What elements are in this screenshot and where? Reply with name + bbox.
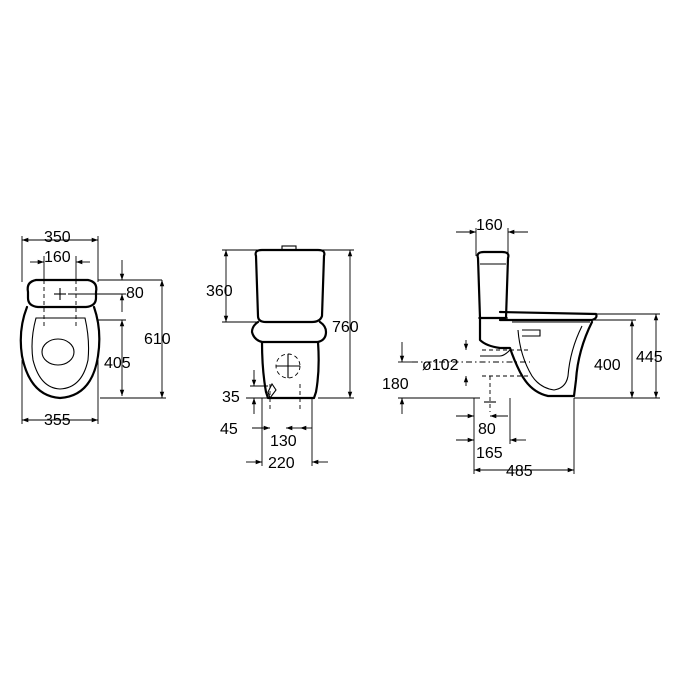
dim-label-total-length: 485 — [506, 463, 533, 480]
dim-label-total-height: 760 — [332, 319, 359, 336]
dim-label-inlet-spacing: 160 — [44, 249, 71, 266]
dim-label-outlet-diameter: ø102 — [422, 357, 459, 374]
dim-label-width-bottom: 355 — [44, 412, 71, 429]
dim-label-fixing-distance: 80 — [478, 421, 496, 438]
profile-view-outline — [412, 250, 598, 412]
dim-label-total-depth: 610 — [144, 331, 171, 348]
dim-label-base-width: 220 — [268, 455, 295, 472]
dim-label-tank-height: 360 — [206, 283, 233, 300]
side-view: 360 760 35 45 130 220 — [206, 245, 359, 472]
front-view: 350 160 80 405 610 355 — [19, 229, 171, 429]
dim-label-left-offset: 45 — [220, 421, 238, 438]
front-view-outline — [19, 278, 101, 400]
dim-label-width-top: 350 — [44, 229, 71, 246]
dim-label-fixing-offset: 405 — [104, 355, 131, 372]
profile-view-dimensions — [398, 228, 660, 474]
dim-label-tank-depth: 160 — [476, 217, 503, 234]
dim-label-inlet-offset: 80 — [126, 285, 144, 302]
front-view-dimensions — [21, 236, 166, 424]
side-view-outline — [250, 245, 328, 412]
dim-label-fixing-spacing: 130 — [270, 433, 297, 450]
dim-label-outlet-height: 180 — [382, 376, 409, 393]
dim-label-rim-height: 400 — [594, 357, 621, 374]
profile-view: 160 ø102 180 400 445 80 165 485 — [382, 217, 663, 480]
side-view-dimensions — [222, 249, 354, 466]
dim-label-floor-clearance: 35 — [222, 389, 240, 406]
dim-label-outlet-distance: 165 — [476, 445, 503, 462]
dim-label-seat-height: 445 — [636, 349, 663, 366]
